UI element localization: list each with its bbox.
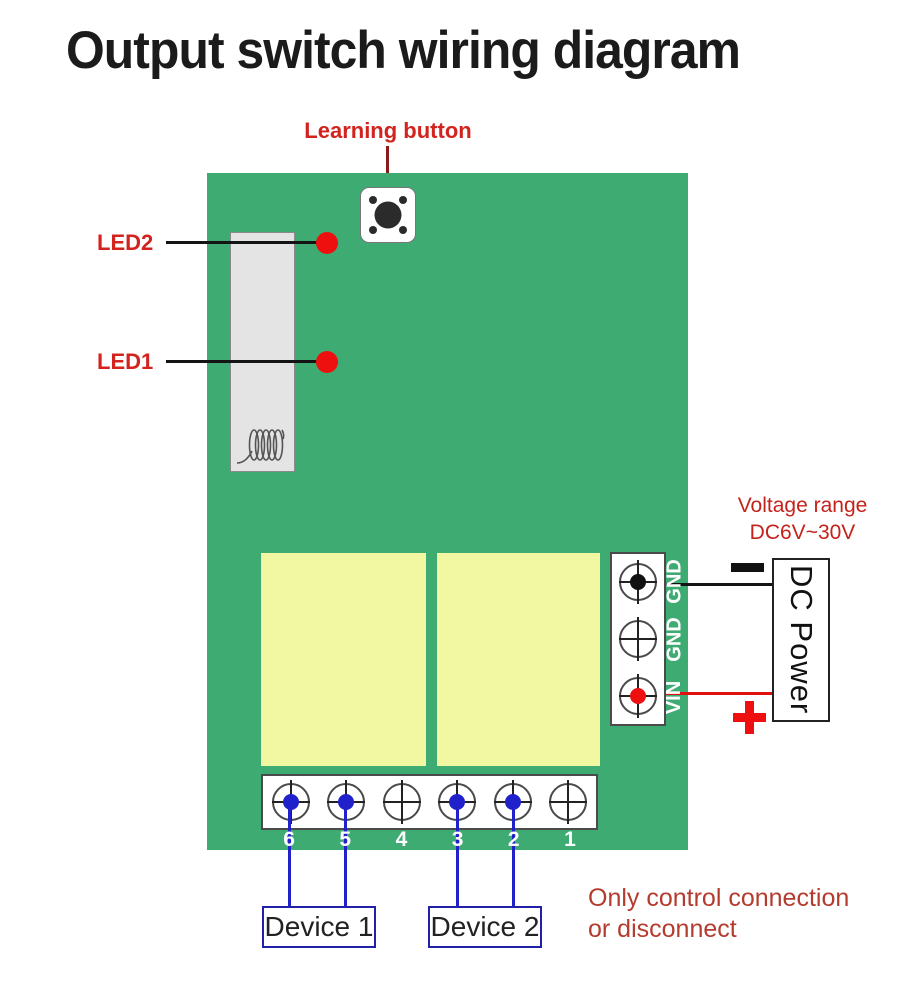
- terminal-cell: [612, 667, 664, 724]
- black-solder-dot: [630, 574, 646, 591]
- voltage-range-line2: DC6V~30V: [749, 521, 856, 545]
- pin-number: 3: [451, 828, 464, 851]
- terminal-cell: [612, 611, 664, 668]
- power-terminal-block: [610, 552, 666, 726]
- device2-wire-a: [456, 800, 459, 908]
- relay-1: [261, 553, 426, 766]
- screw-terminal: [549, 780, 588, 824]
- button-cap-icon: [374, 201, 402, 229]
- terminal-cell: [612, 554, 664, 611]
- led2-pointer-line: [166, 241, 327, 244]
- pin-label: GND: [663, 616, 686, 662]
- pin-number: 6: [283, 828, 295, 851]
- button-pin-icon: [399, 196, 407, 204]
- antenna-module: [230, 232, 295, 472]
- control-note: Only control connection or disconnect: [588, 883, 849, 946]
- learning-button-label: Learning button: [304, 118, 472, 143]
- pin-label: VIN: [663, 680, 686, 714]
- screw-terminal: [382, 780, 421, 824]
- relay-2: [437, 553, 600, 766]
- output-terminal-block: [261, 774, 598, 830]
- led1-label: LED1: [97, 349, 154, 374]
- device-2-box: Device 2: [428, 906, 542, 948]
- plus-sign-icon: [745, 701, 754, 734]
- output-terminal-numbers: 6 5 4 3 2 1: [261, 828, 598, 851]
- gnd-wire: [637, 583, 772, 586]
- pin-number: 5: [339, 828, 352, 851]
- screw-terminal: [619, 673, 657, 718]
- button-pin-icon: [369, 226, 377, 234]
- pin-number: 1: [564, 828, 576, 851]
- page-title: Output switch wiring diagram: [66, 21, 741, 80]
- minus-sign-icon: [731, 563, 764, 572]
- dc-power-label: DC Power: [784, 565, 819, 715]
- screw-terminal: [619, 617, 657, 661]
- power-pin-labels: GND GND VIN: [661, 552, 689, 726]
- pin-number: 2: [507, 828, 520, 851]
- led1-pointer-line: [166, 360, 327, 363]
- led1-indicator: [316, 351, 338, 373]
- dc-power-box: DC Power: [772, 558, 830, 722]
- pin-number: 4: [395, 828, 408, 851]
- voltage-range-note: Voltage range DC6V~30V: [700, 492, 905, 547]
- control-note-line1: Only control connection: [588, 884, 850, 912]
- device1-wire-b: [344, 800, 347, 908]
- antenna-coil-icon: [236, 429, 285, 464]
- device1-wire-a: [288, 800, 291, 908]
- pin-label: GND: [663, 558, 686, 604]
- terminal-cell: [541, 776, 597, 828]
- device-1-box: Device 1: [262, 906, 376, 948]
- screw-terminal: [619, 560, 657, 605]
- vin-wire: [637, 692, 772, 695]
- control-note-line2: or disconnect: [588, 915, 737, 944]
- learning-button: [360, 187, 416, 243]
- voltage-range-line1: Voltage range: [737, 494, 868, 517]
- button-pin-icon: [369, 196, 377, 204]
- led2-label: LED2: [97, 230, 154, 255]
- button-pin-icon: [399, 226, 407, 234]
- terminal-cell: [374, 776, 430, 828]
- device2-wire-b: [512, 800, 515, 908]
- led2-indicator: [316, 232, 338, 254]
- red-solder-dot: [630, 687, 646, 704]
